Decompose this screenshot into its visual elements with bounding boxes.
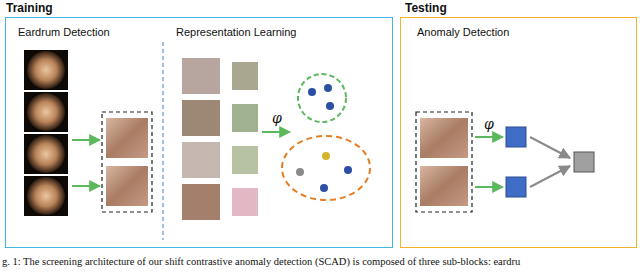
block-title: Anomaly Detection	[417, 26, 509, 39]
section-title: Training	[6, 2, 53, 16]
encoder-symbol: φ	[484, 116, 494, 132]
section-panel: TestingAnomaly Detectionφ	[400, 17, 637, 248]
block-title: Representation Learning	[176, 26, 296, 39]
image-patches	[182, 58, 258, 220]
section-title: Testing	[405, 2, 447, 16]
eardrum-images	[24, 50, 68, 216]
encoder-symbol: φ	[272, 110, 282, 126]
block-title: Eardrum Detection	[18, 26, 110, 39]
section-panel: TrainingEardrum DetectionRepresentation …	[5, 17, 393, 248]
figure-caption: g. 1: The screening architecture of our …	[2, 256, 520, 269]
